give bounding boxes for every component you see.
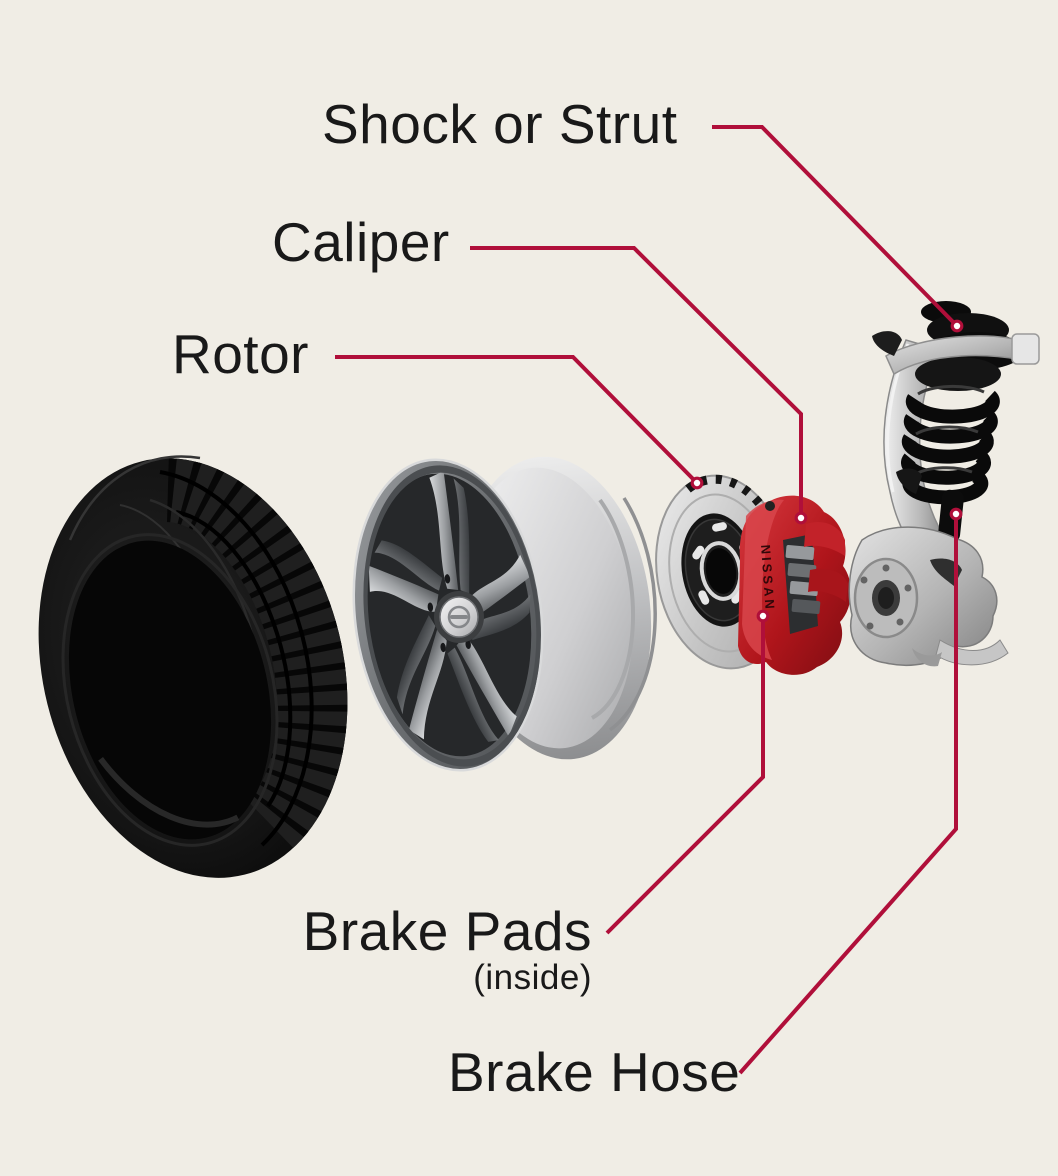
shock-or-strut-leader-line: [712, 125, 959, 328]
brake-caliper-image: NISSAN: [738, 495, 851, 675]
brake-pads-note-label: (inside): [473, 958, 592, 997]
rotor-label: Rotor: [172, 323, 309, 385]
caliper-leader-line: [470, 246, 803, 518]
caliper-brand-text: NISSAN: [758, 544, 778, 612]
shock-or-strut-label: Shock or Strut: [322, 93, 678, 155]
caliper-endpoint-dot: [794, 511, 808, 525]
brake-pads-label: Brake Pads: [302, 900, 592, 962]
brake-hose-label: Brake Hose: [448, 1041, 741, 1103]
rotor-endpoint-dot: [690, 476, 704, 490]
tire-image: [38, 450, 350, 878]
brake-pads-leader-line: [605, 616, 765, 935]
brake-hose-leader-line: [738, 514, 958, 1075]
wheel-rim-image: [352, 456, 657, 772]
caliper-label: Caliper: [272, 211, 450, 273]
rotor-leader-line: [335, 355, 699, 485]
brake-hose-endpoint-dot: [949, 507, 963, 521]
knuckle-strut-image: [848, 301, 1040, 667]
shock-or-strut-endpoint-dot: [950, 319, 964, 333]
brake-pads-endpoint-dot: [756, 609, 770, 623]
